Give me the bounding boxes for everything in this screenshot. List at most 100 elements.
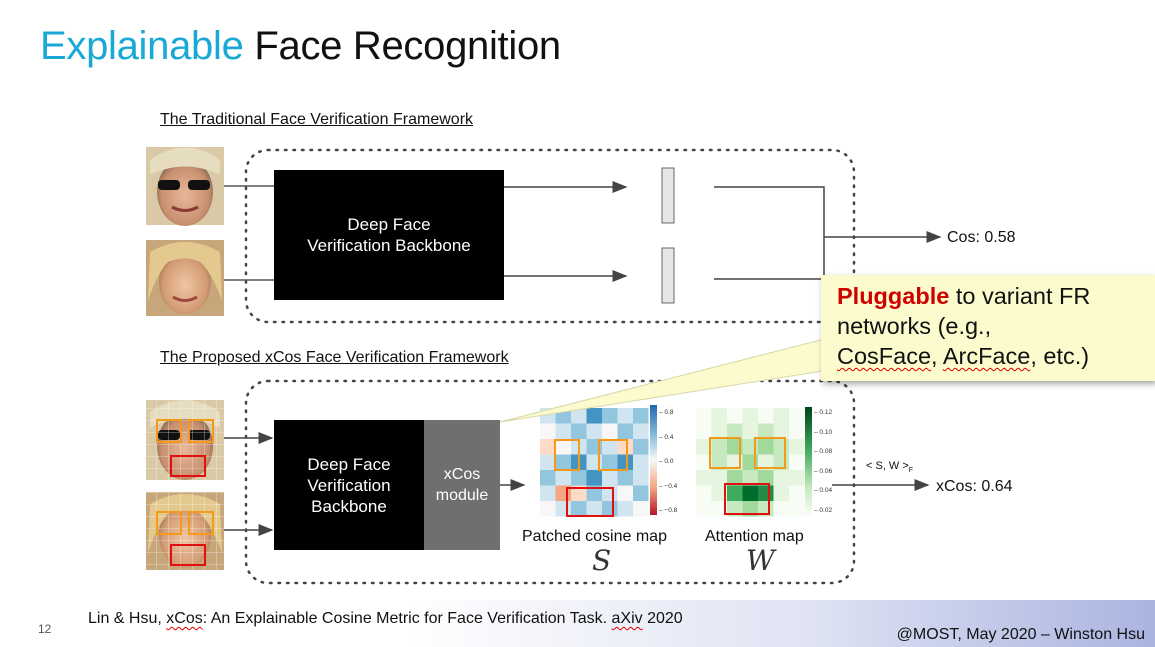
cosine-cell	[540, 423, 556, 439]
cosine-cell	[602, 439, 618, 455]
attention-cell	[773, 423, 789, 439]
patched-cosine-heatmap	[540, 408, 649, 517]
colorbar-tick-label: – 0.08	[814, 448, 833, 456]
attention-cell	[789, 501, 805, 517]
face-image-2-icon	[146, 240, 224, 316]
cosine-cell	[633, 501, 649, 517]
attention-map-symbol: W	[746, 544, 775, 577]
cosine-cell	[571, 470, 587, 486]
attention-cell	[789, 408, 805, 424]
attention-map-caption: Attention map	[705, 528, 804, 545]
attention-cell	[727, 470, 743, 486]
traditional-dotted-container	[244, 148, 856, 324]
proposed-backbone-line2: Verification	[307, 475, 391, 495]
cosine-cell	[602, 408, 618, 424]
cosine-cell	[633, 439, 649, 455]
cosine-cell	[555, 501, 571, 517]
traditional-framework-label: The Traditional Face Verification Framew…	[160, 111, 474, 128]
xcos-output: xCos: 0.64	[936, 478, 1013, 495]
cosine-cell	[540, 439, 556, 455]
cosine-cell	[633, 408, 649, 424]
attention-cell	[758, 454, 774, 470]
attention-cell	[711, 408, 727, 424]
cosine-cell	[586, 408, 602, 424]
colorbar-tick-label: – 0.02	[814, 507, 833, 514]
footer-band	[0, 600, 1155, 647]
colorbar-tick-label: – −0.4	[659, 482, 678, 490]
attention-cell	[758, 439, 774, 455]
cosine-cell	[586, 485, 602, 501]
callout-etc: , etc.)	[1030, 343, 1090, 369]
callout-highlight: Pluggable	[837, 283, 950, 309]
attention-cell	[696, 470, 712, 486]
colorbar-tick-label: – 0.10	[814, 428, 833, 436]
page-number: 12	[38, 622, 52, 636]
attention-cell	[789, 470, 805, 486]
cosine-cell	[602, 501, 618, 517]
cosine-map-symbol: S	[592, 544, 612, 577]
attention-cell	[758, 408, 774, 424]
cosine-cell	[540, 454, 556, 470]
attention-cell	[773, 501, 789, 517]
callout-line2: networks (e.g.,	[837, 313, 992, 339]
attention-cell	[727, 423, 743, 439]
cosine-cell	[633, 454, 649, 470]
attention-cell	[727, 408, 743, 424]
cosine-cell	[540, 485, 556, 501]
attention-cell	[742, 423, 758, 439]
attention-cell	[758, 470, 774, 486]
attention-cell	[789, 423, 805, 439]
attention-colorbar-ticks: – 0.12– 0.10– 0.08– 0.06– 0.04– 0.02	[814, 405, 844, 515]
callout-arcface: ArcFace	[942, 343, 1031, 369]
attention-cell	[773, 439, 789, 455]
cosine-cell	[586, 501, 602, 517]
attention-colorbar	[805, 407, 812, 515]
cosine-cell	[633, 423, 649, 439]
attention-cell	[696, 439, 712, 455]
face-image-3-icon	[146, 400, 224, 480]
frobenius-text: < S, W >	[866, 460, 909, 472]
cosine-cell	[617, 501, 633, 517]
attention-cell	[711, 501, 727, 517]
proposed-dotted-container	[244, 379, 856, 585]
cosine-cell	[617, 439, 633, 455]
attention-cell	[696, 501, 712, 517]
traditional-cos-output: Cos: 0.58	[947, 229, 1016, 246]
attention-cell	[742, 470, 758, 486]
traditional-backbone-line1: Deep Face	[347, 215, 431, 234]
cosine-cell	[555, 439, 571, 455]
attention-cell	[711, 439, 727, 455]
pluggable-callout: Pluggable to variant FR networks (e.g., …	[821, 275, 1155, 381]
frobenius-product-label: < S, W >F	[866, 460, 913, 474]
title-accent: Explainable	[40, 24, 244, 68]
cosine-cell	[571, 408, 587, 424]
callout-cosface: CosFace	[837, 343, 932, 369]
cosine-cell	[571, 423, 587, 439]
colorbar-tick-label: – −0.8	[659, 507, 678, 514]
face-image-4-icon	[146, 492, 224, 570]
callout-line1-rest: to variant FR	[949, 283, 1091, 309]
colorbar-tick-label: – 0.4	[659, 433, 674, 441]
attention-cell	[727, 439, 743, 455]
citation-authors: Lin & Hsu,	[88, 610, 167, 627]
attention-cell	[789, 454, 805, 470]
colorbar-tick-label: – 0.06	[814, 467, 833, 475]
citation-venue: aXiv	[611, 610, 643, 627]
cosine-cell	[602, 454, 618, 470]
attention-cell	[758, 485, 774, 501]
attention-heatmap	[696, 408, 805, 517]
feature-vector-1	[661, 167, 675, 224]
cosine-cell	[602, 470, 618, 486]
attention-cell	[711, 485, 727, 501]
cosine-cell	[555, 454, 571, 470]
cosine-cell	[633, 470, 649, 486]
xcos-module-line2: module	[435, 487, 489, 504]
face-image-1-icon	[146, 147, 224, 226]
cosine-cell	[633, 485, 649, 501]
attention-cell	[727, 485, 743, 501]
colorbar-tick-label: – 0.8	[659, 409, 674, 416]
